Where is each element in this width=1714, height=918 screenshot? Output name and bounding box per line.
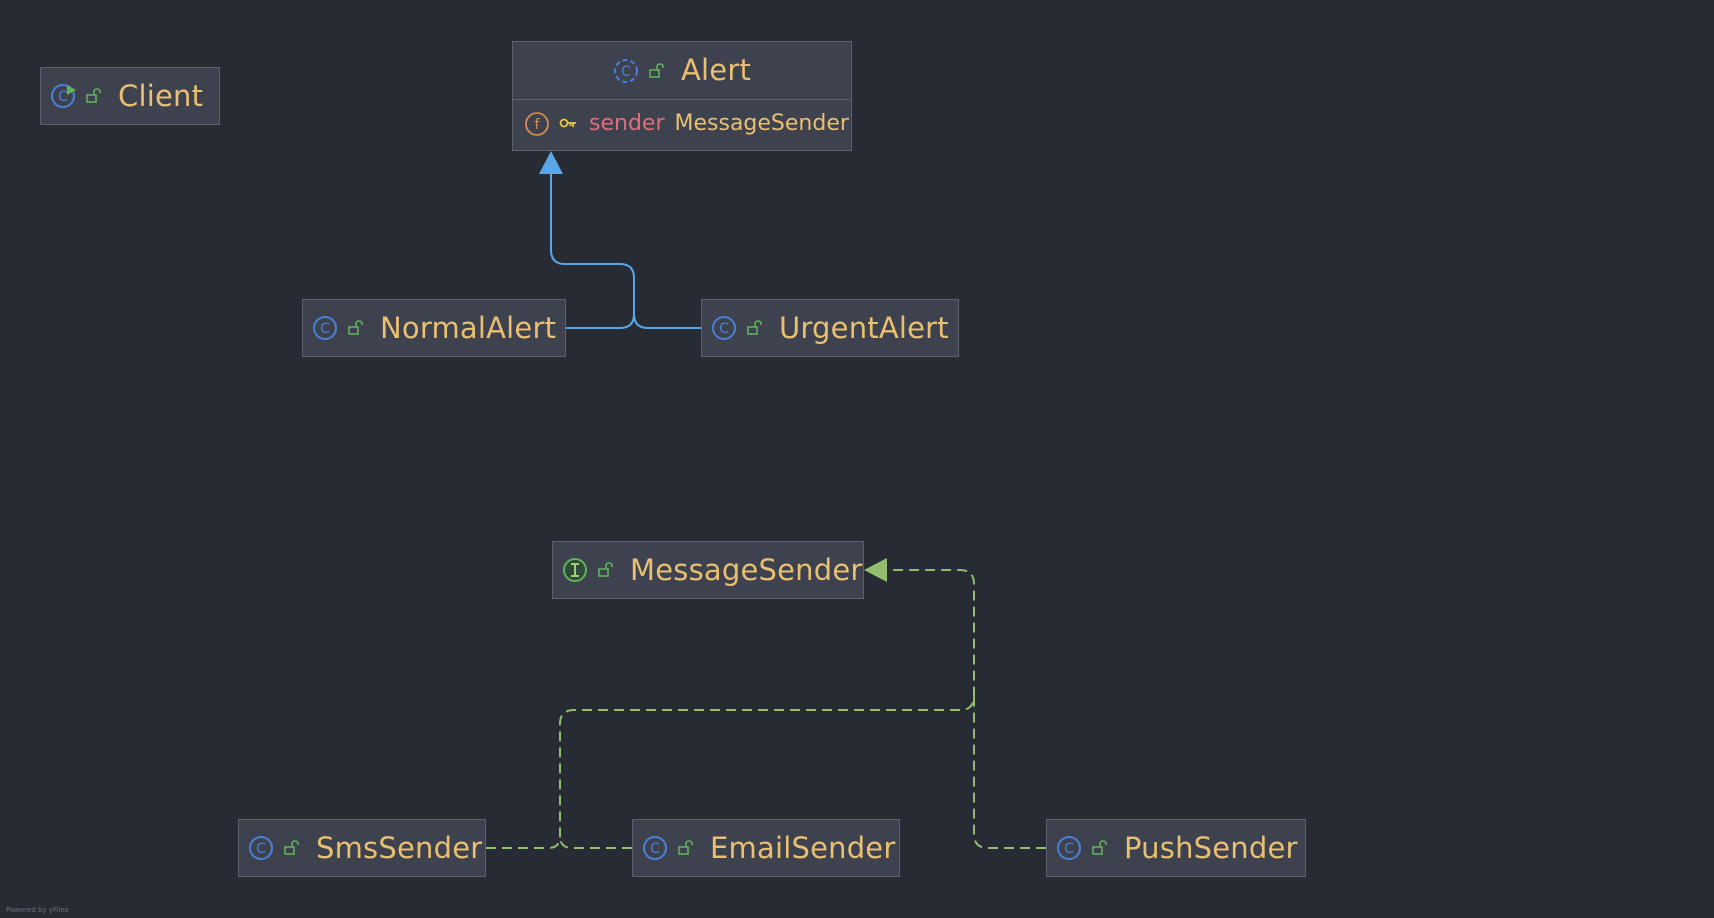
field-row-sender[interactable]: f sender MessageSender xyxy=(513,100,851,147)
node-messagesender-title: MessageSender xyxy=(630,552,863,587)
field-name: sender xyxy=(589,111,665,136)
node-emailsender-title: EmailSender xyxy=(710,830,896,865)
field-icon: f xyxy=(525,111,549,136)
public-visibility-icon xyxy=(1092,840,1107,855)
public-visibility-icon xyxy=(86,88,101,103)
node-alert-header: C Alert xyxy=(513,42,851,100)
node-urgentalert[interactable]: C UrgentAlert xyxy=(701,299,959,357)
class-icon: C xyxy=(643,836,667,860)
svg-text:C: C xyxy=(719,321,729,337)
class-main-icon: C xyxy=(51,84,76,108)
field-type: MessageSender xyxy=(674,111,849,136)
node-normalalert-title: NormalAlert xyxy=(380,310,557,345)
svg-text:C: C xyxy=(320,321,330,337)
svg-text:C: C xyxy=(58,89,68,105)
class-icon: C xyxy=(712,316,736,340)
interface-icon xyxy=(563,558,587,582)
node-urgentalert-title: UrgentAlert xyxy=(779,310,949,345)
implements-arrowhead xyxy=(864,558,887,582)
svg-text:C: C xyxy=(256,841,266,857)
class-icon: C xyxy=(1057,836,1081,860)
public-visibility-icon xyxy=(284,840,299,855)
node-client[interactable]: C Client xyxy=(40,67,220,125)
powered-by-note: Powered by yFiles xyxy=(6,906,69,914)
public-visibility-icon xyxy=(348,320,363,335)
svg-text:C: C xyxy=(1064,841,1074,857)
extends-arrowhead xyxy=(539,151,563,174)
node-alert-title: Alert xyxy=(680,53,752,87)
node-client-header: C Client xyxy=(41,68,219,124)
node-emailsender-header: C EmailSender xyxy=(633,820,899,876)
svg-text:f: f xyxy=(535,117,541,133)
edge-pushsender-implements-messagesender xyxy=(973,696,1046,849)
node-pushsender-title: PushSender xyxy=(1124,830,1298,865)
node-smssender-header: C SmsSender xyxy=(239,820,485,876)
node-emailsender[interactable]: C EmailSender xyxy=(632,819,900,877)
node-normalalert[interactable]: C NormalAlert xyxy=(302,299,566,357)
node-smssender[interactable]: C SmsSender xyxy=(238,819,486,877)
node-pushsender[interactable]: C PushSender xyxy=(1046,819,1306,877)
svg-text:C: C xyxy=(621,64,631,80)
node-messagesender-header: MessageSender xyxy=(553,542,863,598)
node-alert[interactable]: C Alert f sender MessageSender xyxy=(512,41,852,151)
node-normalalert-header: C NormalAlert xyxy=(303,300,565,356)
node-client-title: Client xyxy=(118,78,204,113)
class-icon: C xyxy=(313,316,337,340)
node-messagesender[interactable]: MessageSender xyxy=(552,541,864,599)
node-smssender-title: SmsSender xyxy=(316,830,483,865)
edge-emailsender-implements-messagesender xyxy=(559,835,632,849)
edge-urgentalert-extends-alert xyxy=(633,313,701,329)
public-visibility-icon xyxy=(747,320,762,335)
key-icon xyxy=(559,118,576,127)
node-urgentalert-header: C UrgentAlert xyxy=(702,300,958,356)
public-visibility-icon xyxy=(678,840,693,855)
node-pushsender-header: C PushSender xyxy=(1047,820,1305,876)
public-visibility-icon xyxy=(649,62,664,78)
class-icon: C xyxy=(249,836,273,860)
svg-text:C: C xyxy=(650,841,660,857)
public-visibility-icon xyxy=(598,562,613,577)
edge-smssender-implements-messagesender xyxy=(486,569,975,849)
abstract-class-icon: C xyxy=(613,58,638,83)
